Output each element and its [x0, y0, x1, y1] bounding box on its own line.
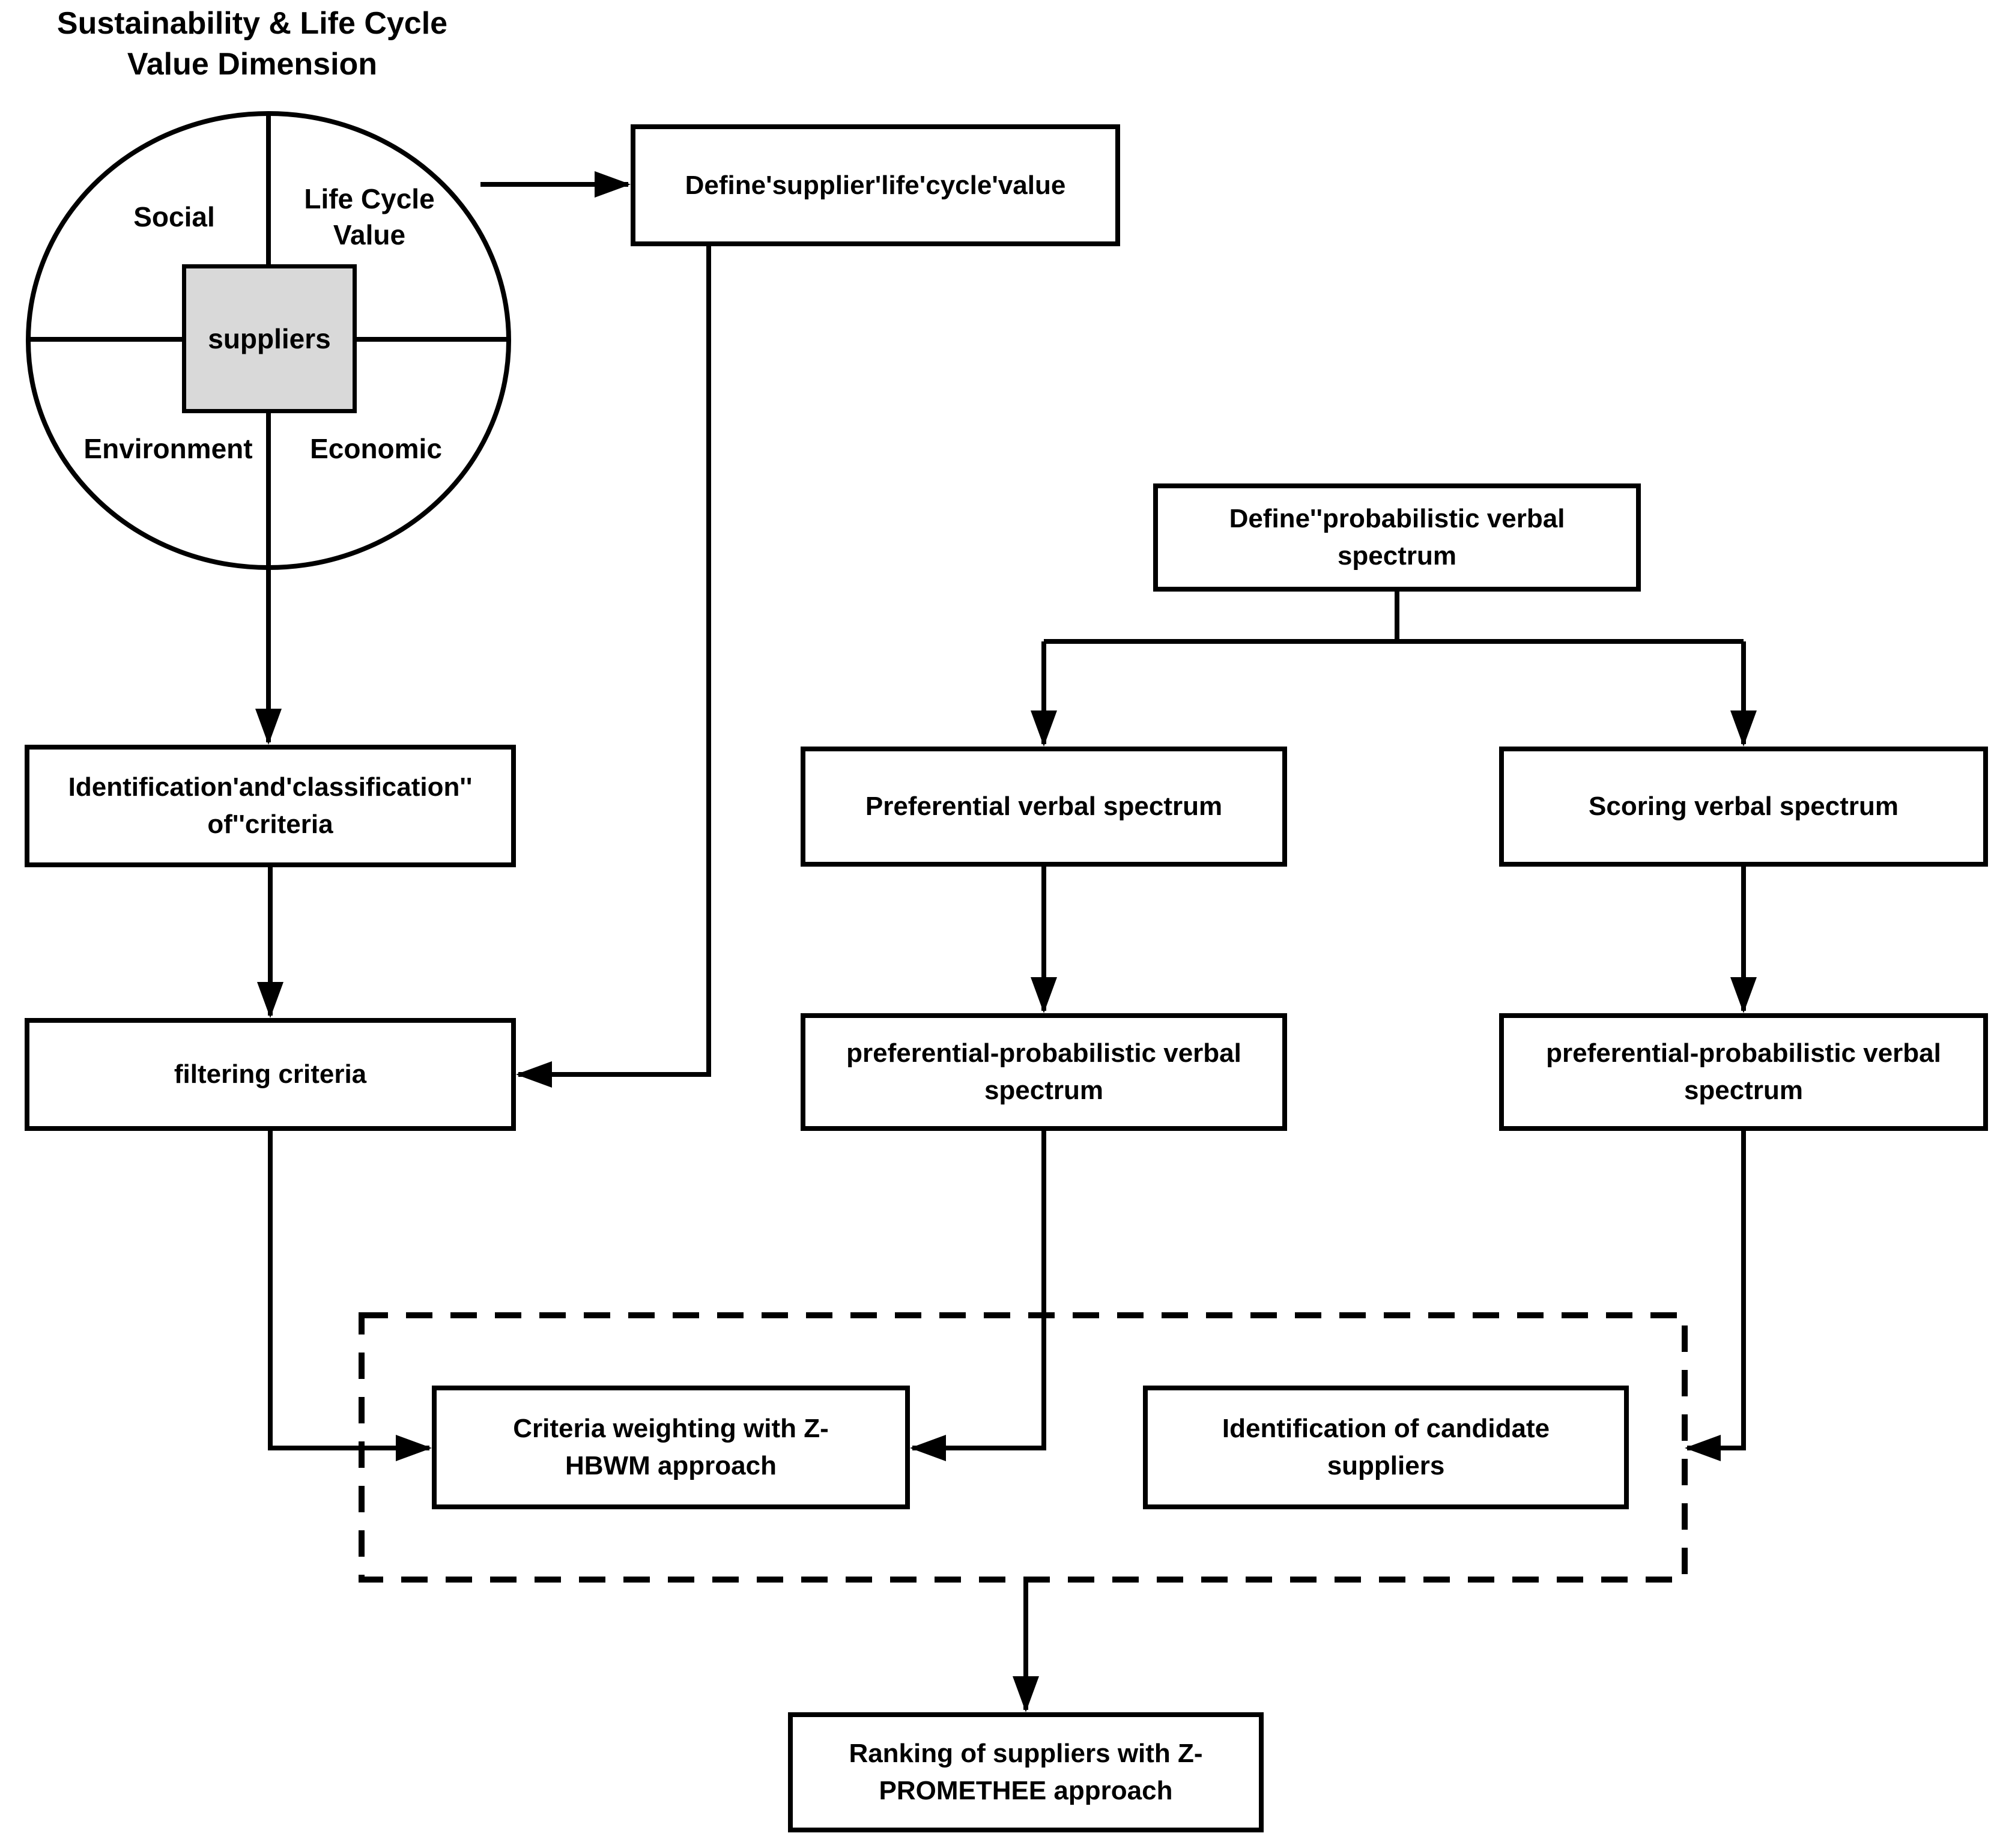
- node-define-probabilistic-verbal-spectrum: Define''probabilistic verbal spectrum: [1153, 483, 1641, 592]
- node-identification-and-classification-of-criteria: Identification'and'classification'' of''…: [25, 745, 516, 867]
- arrow-define-lifecycle-to-filtering: [516, 246, 711, 1088]
- suppliers-center-box: suppliers: [182, 264, 357, 413]
- quadrant-label-environment: Environment: [83, 433, 253, 464]
- diagram-title: Sustainability & Life Cycle Value Dimens…: [56, 6, 448, 82]
- node-preferential-probabilistic-verbal-spectrum-right: preferential-probabilistic verbal spectr…: [1499, 1013, 1988, 1131]
- node-preferential-verbal-spectrum: Preferential verbal spectrum: [801, 747, 1287, 867]
- arrow-filtering-to-weighting: [268, 1131, 432, 1461]
- node-scoring-verbal-spectrum: Scoring verbal spectrum: [1499, 747, 1988, 867]
- dashed-group-border: [359, 1312, 1688, 1583]
- quadrant-label-economic: Economic: [310, 433, 442, 464]
- node-criteria-weighting-z-hbwm: Criteria weighting with Z- HBWM approach: [432, 1386, 910, 1509]
- quadrant-label-social: Social: [133, 201, 215, 232]
- node-define-supplier-life-cycle-value: Define'supplier'life'cycle'value: [631, 124, 1120, 246]
- arrow-prefprob-to-weighting: [910, 1131, 1046, 1461]
- branch-define-probabilistic: [1044, 592, 1744, 644]
- node-ranking-suppliers-z-promethee: Ranking of suppliers with Z- PROMETHEE a…: [788, 1712, 1264, 1832]
- node-preferential-probabilistic-verbal-spectrum-left: preferential-probabilistic verbal spectr…: [801, 1013, 1287, 1131]
- node-identification-of-candidate-suppliers: Identification of candidate suppliers: [1143, 1386, 1629, 1509]
- arrow-prefprob-to-dashed-region: [1685, 1131, 1746, 1461]
- node-filtering-criteria: filtering criteria: [25, 1018, 516, 1131]
- quadrant-label-life-cycle-value: Life Cycle Value: [304, 183, 435, 250]
